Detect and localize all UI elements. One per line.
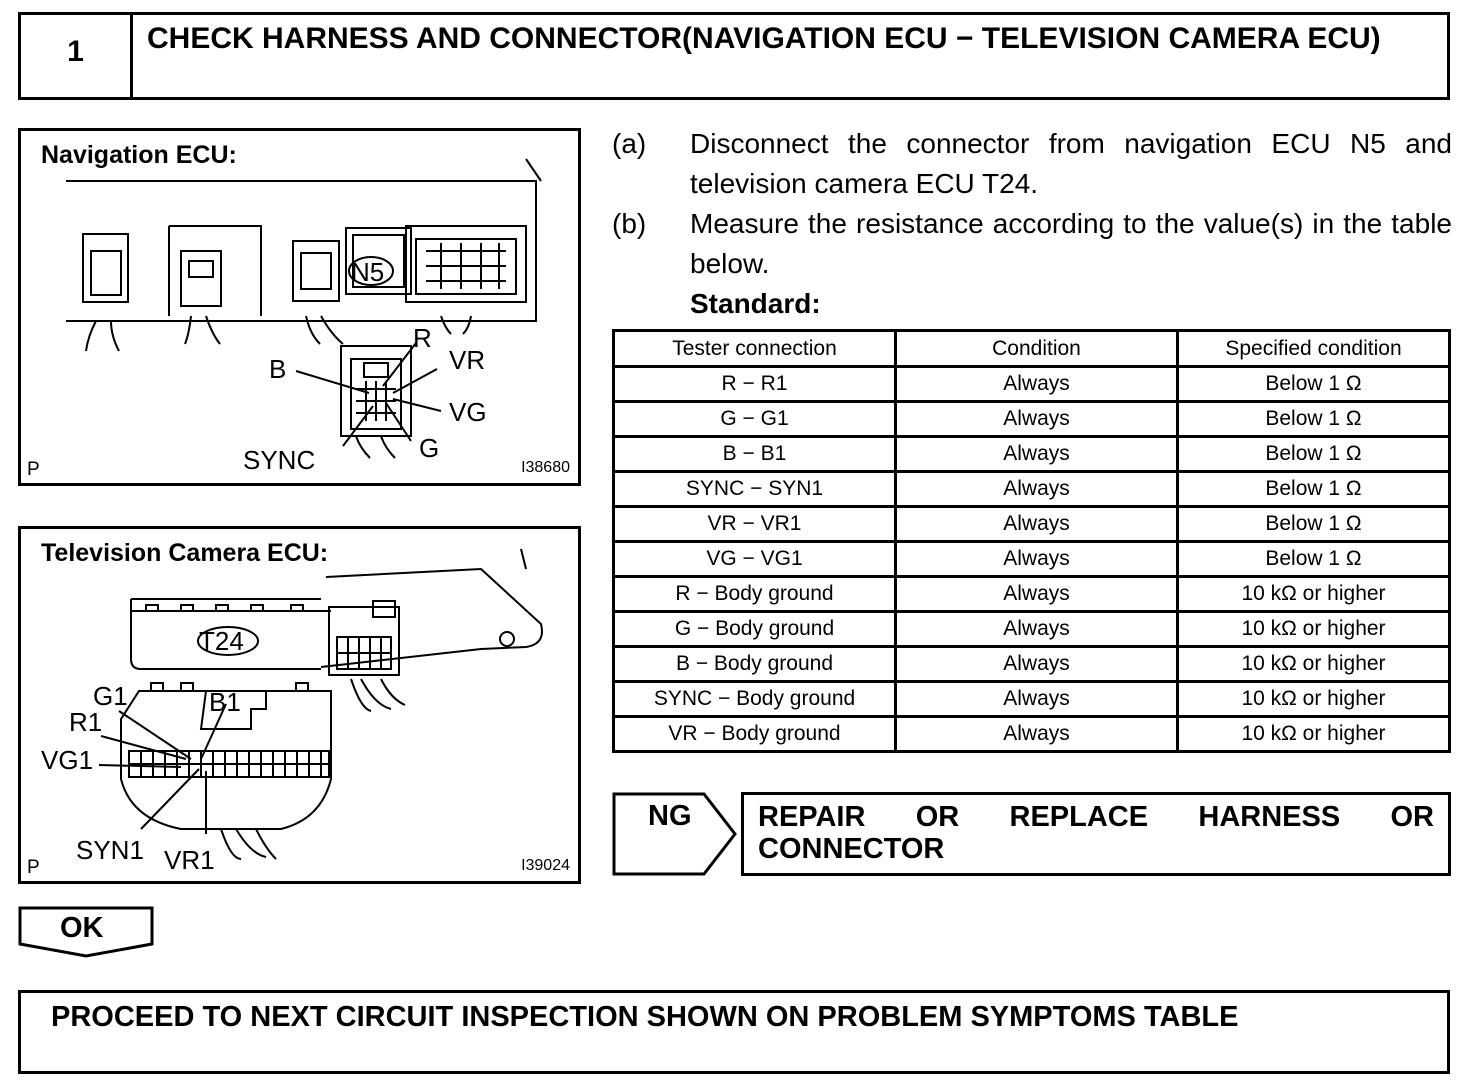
- tv-pin-vg1: VG1: [41, 745, 93, 775]
- cell-condition: Always: [894, 435, 1179, 473]
- navigation-ecu-drawing: N5 R VR B VG G SYNC: [66, 158, 542, 475]
- cell-spec: 10 kΩ or higher: [1176, 645, 1451, 683]
- cell-spec: Below 1 Ω: [1176, 400, 1451, 438]
- cell-condition: Always: [894, 470, 1179, 508]
- tv-pin-syn1: SYN1: [76, 835, 144, 865]
- tv-figure-corner-label: P: [27, 857, 40, 878]
- nav-figure-corner-label: P: [27, 459, 40, 480]
- television-camera-ecu-drawing: T24 G1 B1 R1 VG1 SYN1 VR1: [41, 548, 543, 875]
- cell-connection: R − Body ground: [612, 575, 897, 613]
- instructions: (a) Disconnect the connector from naviga…: [612, 124, 1452, 324]
- tv-figure-title: Television Camera ECU:: [41, 539, 329, 567]
- cell-spec: 10 kΩ or higher: [1176, 680, 1451, 718]
- cell-connection: B − B1: [612, 435, 897, 473]
- header-condition: Condition: [894, 329, 1179, 368]
- tv-pin-b1: B1: [209, 687, 241, 717]
- ok-label: OK: [60, 912, 104, 944]
- step-number: 1: [21, 15, 133, 97]
- tv-pin-vr1: VR1: [164, 845, 215, 875]
- nav-pin-r: R: [413, 323, 432, 353]
- nav-connector-id: N5: [351, 257, 384, 287]
- instruction-item: (b) Measure the resistance according to …: [612, 204, 1452, 284]
- ng-arrow-icon: [612, 792, 737, 876]
- instruction-tag: (a): [612, 128, 647, 159]
- step-title: CHECK HARNESS AND CONNECTOR(NAVIGATION E…: [147, 22, 1381, 55]
- instruction-text: Measure the resistance according to the …: [690, 208, 1452, 279]
- cell-connection: B − Body ground: [612, 645, 897, 683]
- cell-spec: Below 1 Ω: [1176, 435, 1451, 473]
- cell-connection: SYNC − SYN1: [612, 470, 897, 508]
- cell-connection: G − G1: [612, 400, 897, 438]
- tv-figure-code: I39024: [521, 857, 570, 874]
- cell-spec: 10 kΩ or higher: [1176, 575, 1451, 613]
- nav-pin-vr: VR: [449, 345, 485, 375]
- spec-table: Tester connection Condition Specified co…: [612, 329, 1451, 753]
- header-tester-connection: Tester connection: [612, 329, 897, 368]
- cell-spec: Below 1 Ω: [1176, 365, 1451, 403]
- tv-connector-id: T24: [199, 626, 244, 656]
- cell-condition: Always: [894, 680, 1179, 718]
- nav-figure-title: Navigation ECU:: [41, 141, 237, 169]
- instruction-text: Disconnect the connector from navigation…: [690, 128, 1452, 199]
- nav-figure-code: I38680: [521, 459, 570, 476]
- cell-connection: SYNC − Body ground: [612, 680, 897, 718]
- television-camera-ecu-figure: T24 G1 B1 R1 VG1 SYN1 VR1 Television Cam…: [18, 526, 581, 884]
- cell-spec: Below 1 Ω: [1176, 505, 1451, 543]
- nav-pin-b: B: [269, 354, 286, 384]
- navigation-ecu-figure: N5 R VR B VG G SYNC Navigation ECU: P I3…: [18, 128, 581, 486]
- cell-connection: G − Body ground: [612, 610, 897, 648]
- cell-condition: Always: [894, 575, 1179, 613]
- standard-label: Standard:: [690, 288, 821, 319]
- cell-connection: VR − Body ground: [612, 715, 897, 753]
- cell-connection: VR − VR1: [612, 505, 897, 543]
- cell-condition: Always: [894, 715, 1179, 753]
- cell-condition: Always: [894, 505, 1179, 543]
- step-header: 1 CHECK HARNESS AND CONNECTOR(NAVIGATION…: [18, 12, 1450, 100]
- cell-condition: Always: [894, 610, 1179, 648]
- cell-spec: Below 1 Ω: [1176, 470, 1451, 508]
- table-header-row: Tester connection Condition Specified co…: [612, 329, 1451, 368]
- nav-pin-g: G: [419, 433, 439, 463]
- tv-pin-g1: G1: [93, 681, 128, 711]
- ok-arrow-icon: [18, 906, 154, 958]
- tv-pin-r1: R1: [69, 707, 102, 737]
- cell-connection: VG − VG1: [612, 540, 897, 578]
- instruction-tag: (b): [612, 208, 647, 239]
- instruction-item: (a) Disconnect the connector from naviga…: [612, 124, 1452, 204]
- cell-spec: 10 kΩ or higher: [1176, 610, 1451, 648]
- ng-label: NG: [648, 800, 692, 832]
- cell-condition: Always: [894, 645, 1179, 683]
- nav-pin-vg: VG: [449, 397, 487, 427]
- cell-condition: Always: [894, 540, 1179, 578]
- nav-pin-sync: SYNC: [243, 445, 315, 475]
- cell-spec: 10 kΩ or higher: [1176, 715, 1451, 753]
- ng-action-box: REPAIR OR REPLACE HARNESS OR CONNECTOR: [741, 792, 1451, 876]
- cell-condition: Always: [894, 400, 1179, 438]
- cell-spec: Below 1 Ω: [1176, 540, 1451, 578]
- cell-connection: R − R1: [612, 365, 897, 403]
- cell-condition: Always: [894, 365, 1179, 403]
- header-specified-condition: Specified condition: [1176, 329, 1451, 368]
- final-instruction-box: PROCEED TO NEXT CIRCUIT INSPECTION SHOWN…: [18, 990, 1450, 1074]
